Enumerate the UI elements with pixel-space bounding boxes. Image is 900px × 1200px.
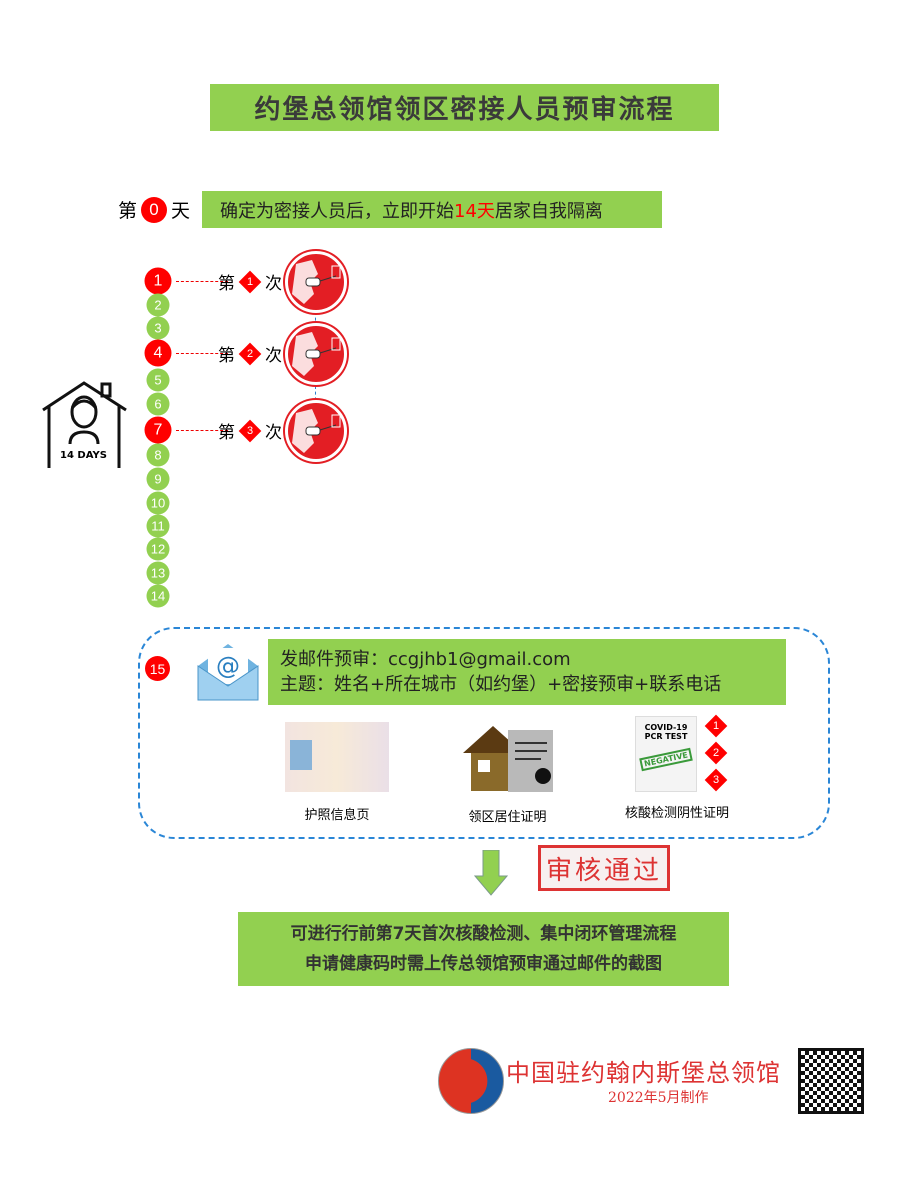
- test-number-badge: 2: [238, 342, 262, 365]
- test-connector: [176, 353, 228, 354]
- day-zero-badge: 0: [141, 196, 168, 223]
- doc-residence: 领区居住证明: [440, 718, 575, 825]
- test-label: 第 2 次: [218, 341, 282, 366]
- email-icon: @: [194, 636, 262, 704]
- day-8-badge: 8: [146, 443, 170, 467]
- consulate-name: 中国驻约翰内斯堡总领馆: [506, 1059, 781, 1087]
- connector-line: [315, 312, 316, 332]
- email-address-line[interactable]: 发邮件预审：ccgjhb1@gmail.com: [280, 649, 571, 670]
- day-9-badge: 9: [146, 467, 170, 491]
- qr-code[interactable]: [798, 1048, 864, 1114]
- connector-line: [315, 386, 316, 406]
- test-label: 第 1 次: [218, 269, 282, 294]
- test-suffix: 次: [265, 274, 282, 294]
- test-connector: [176, 430, 228, 431]
- pcr-number-badge: 2: [704, 741, 728, 765]
- next-step-line: 申请健康码时需上传总领馆预审通过邮件的截图: [305, 954, 662, 974]
- doc-label: 护照信息页: [304, 808, 370, 823]
- down-arrow-icon: [473, 849, 509, 900]
- test-prefix: 第: [218, 274, 235, 294]
- day-suffix: 天: [171, 200, 191, 222]
- quarantine-days: 14天: [454, 200, 495, 222]
- approved-stamp: 审核通过: [538, 845, 670, 891]
- day-10-badge: 10: [146, 491, 170, 515]
- email-subject-line: 主题：姓名+所在城市（如约堡）+密接预审+联系电话: [280, 674, 722, 695]
- day-14-badge: 14: [146, 584, 170, 608]
- day-prefix: 第: [118, 200, 138, 222]
- test-label: 第 3 次: [218, 418, 282, 443]
- home-quarantine-icon: 14 DAYS: [40, 380, 130, 470]
- doc-pcr: COVID-19 PCR TEST NEGATIVE 1 2 3 核酸检测阴性证…: [620, 714, 745, 821]
- day-1-badge: 1: [144, 267, 172, 295]
- test-suffix: 次: [265, 423, 282, 443]
- nasal-swab-icon: [285, 400, 347, 462]
- consulate-logo: [438, 1048, 504, 1114]
- negative-stamp: NEGATIVE: [639, 747, 693, 772]
- day-4-badge: 4: [144, 339, 172, 367]
- nasal-swab-icon: [285, 251, 347, 313]
- next-steps-box: 可进行行前第7天首次核酸检测、集中闭环管理流程 申请健康码时需上传总领馆预审通过…: [238, 912, 729, 986]
- doc-passport: 护照信息页: [285, 722, 389, 823]
- doc-label: 领区居住证明: [468, 810, 547, 825]
- test-prefix: 第: [218, 423, 235, 443]
- passport-image: [285, 722, 389, 792]
- day-5-badge: 5: [146, 368, 170, 392]
- day-7-badge: 7: [144, 416, 172, 444]
- test-suffix: 次: [265, 346, 282, 366]
- test-number-badge: 1: [238, 270, 262, 293]
- day-2-badge: 2: [146, 293, 170, 317]
- next-step-line: 可进行行前第7天首次核酸检测、集中闭环管理流程: [290, 924, 677, 944]
- test-prefix: 第: [218, 346, 235, 366]
- test-connector: [176, 281, 228, 282]
- test-number-badge: 3: [238, 419, 262, 442]
- day-3-badge: 3: [146, 316, 170, 340]
- page-title: 约堡总领馆领区密接人员预审流程: [210, 84, 719, 131]
- pcr-label: PCR TEST: [644, 732, 688, 741]
- day-zero-label: 第 0 天: [118, 196, 190, 223]
- day-13-badge: 13: [146, 561, 170, 585]
- quarantine-text-end: 居家自我隔离: [494, 200, 603, 222]
- made-date: 2022年5月制作: [608, 1090, 709, 1106]
- nasal-swab-icon: [285, 323, 347, 385]
- day-11-badge: 11: [146, 514, 170, 538]
- pcr-number-badge: 1: [704, 714, 728, 738]
- svg-text:@: @: [216, 652, 240, 680]
- pcr-certificate-icon: COVID-19 PCR TEST NEGATIVE: [635, 716, 697, 792]
- email-instructions: 发邮件预审：ccgjhb1@gmail.com 主题：姓名+所在城市（如约堡）+…: [268, 639, 786, 705]
- doc-label: 核酸检测阴性证明: [625, 806, 730, 821]
- pcr-label: COVID-19: [644, 723, 688, 732]
- email-step-box: [138, 627, 830, 839]
- day-6-badge: 6: [146, 392, 170, 416]
- fourteen-days-label: 14 DAYS: [60, 450, 107, 461]
- residence-certificate-icon: [462, 726, 553, 792]
- day-12-badge: 12: [146, 537, 170, 561]
- day-15-badge: 15: [145, 656, 170, 681]
- pcr-number-badge: 3: [704, 768, 728, 792]
- quarantine-text: 确定为密接人员后，立即开始: [220, 200, 454, 222]
